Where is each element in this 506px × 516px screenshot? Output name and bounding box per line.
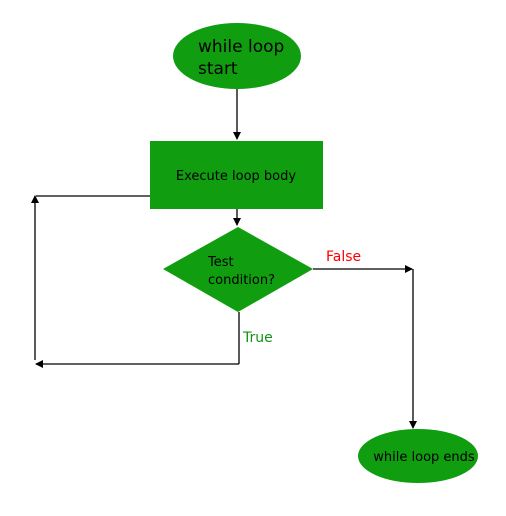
start-label-line1: while loop — [198, 37, 284, 57]
loop-body-rect — [150, 141, 323, 209]
condition-diamond — [163, 227, 313, 312]
condition-label-line2: condition? — [208, 273, 275, 288]
false-label: False — [326, 249, 361, 265]
condition-node: Test condition? — [163, 227, 313, 312]
true-branch: True — [31, 195, 273, 368]
end-ellipse — [358, 429, 478, 483]
condition-label-line1: Test — [207, 255, 234, 270]
start-node: while loop start — [173, 23, 301, 89]
end-label: while loop ends — [373, 450, 475, 465]
start-label-line2: start — [198, 59, 238, 79]
end-node: while loop ends — [358, 429, 478, 483]
loop-body-label: Execute loop body — [176, 169, 296, 184]
start-ellipse — [173, 23, 301, 89]
true-label: True — [242, 330, 273, 346]
false-branch: False — [313, 249, 417, 429]
loop-body-node: Execute loop body — [150, 141, 323, 209]
